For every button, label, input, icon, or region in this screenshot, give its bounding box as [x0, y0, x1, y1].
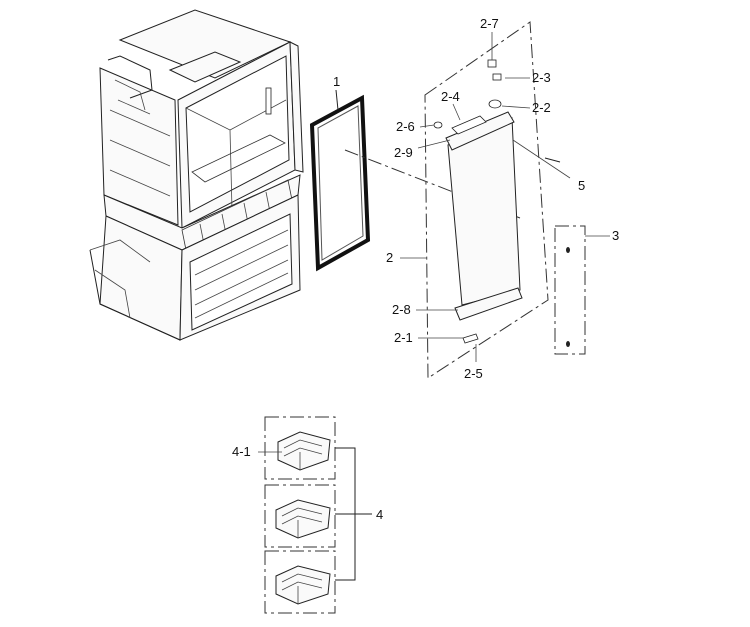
label-gasket: 1 — [333, 74, 340, 89]
door-gasket: 1 — [309, 74, 371, 272]
label-2-1: 2-1 — [394, 330, 413, 345]
door-handle: 3 — [554, 225, 619, 355]
label-2-3: 2-3 — [532, 70, 551, 85]
door-guard-assembly: 4-1 4 — [232, 416, 383, 614]
label-5: 5 — [578, 178, 585, 193]
label-2-4: 2-4 — [441, 89, 460, 104]
label-guard-assembly: 4 — [376, 507, 383, 522]
label-4-1: 4-1 — [232, 444, 251, 459]
door-guard-1 — [277, 431, 331, 471]
label-2-7: 2-7 — [480, 16, 499, 31]
label-2-8: 2-8 — [392, 302, 411, 317]
label-2-5: 2-5 — [464, 366, 483, 381]
label-2-9: 2-9 — [394, 145, 413, 160]
door-guard-3 — [275, 565, 331, 605]
label-2-2: 2-2 — [532, 100, 551, 115]
label-door-assembly: 2 — [386, 250, 393, 265]
refrigerator-cabinet — [89, 9, 304, 341]
door-guard-2 — [275, 499, 331, 539]
door-assembly: 2-7 2-3 2-2 2-4 2-6 2-9 5 2 2-8 2-1 2-5 — [386, 16, 585, 381]
label-handle: 3 — [612, 228, 619, 243]
label-2-6: 2-6 — [396, 119, 415, 134]
